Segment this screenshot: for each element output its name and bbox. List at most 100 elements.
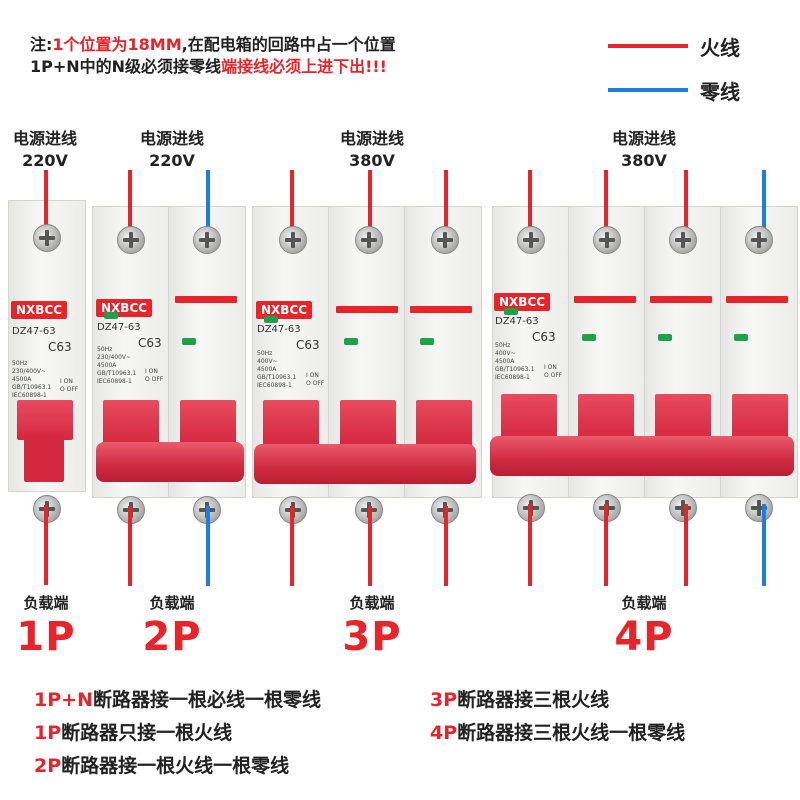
on-mark: I ON bbox=[60, 378, 73, 385]
spec-std1: GB/T10963.1 bbox=[495, 366, 535, 373]
spec-freq: 50Hz bbox=[97, 346, 113, 353]
indicator-led bbox=[504, 308, 518, 315]
terminal-screw-icon bbox=[745, 226, 773, 254]
description-text: 断路器接三根火线 bbox=[457, 689, 610, 711]
model-text: DZ47-63 bbox=[12, 326, 56, 337]
pole-tag bbox=[175, 296, 237, 303]
terminal-screw-icon bbox=[517, 226, 545, 254]
toggle-lever[interactable] bbox=[103, 400, 159, 446]
off-mark: O OFF bbox=[544, 372, 563, 379]
supply-label-4p: 电源进线 380V bbox=[604, 128, 684, 172]
spec-std2: IEC60898-1 bbox=[257, 382, 292, 389]
terminal-screw-icon bbox=[669, 226, 697, 254]
tie-bar[interactable] bbox=[96, 442, 244, 482]
neutral-wire-swatch bbox=[608, 88, 688, 92]
voltage-text: 220V bbox=[149, 151, 195, 170]
model-text: DZ47-63 bbox=[257, 324, 301, 335]
toggle-lever[interactable] bbox=[17, 400, 73, 440]
on-off-marks: I ON O OFF bbox=[60, 378, 78, 394]
note-line2-highlight: 端接线必须上进下出!!! bbox=[221, 57, 387, 76]
terminal-screw-icon bbox=[669, 494, 697, 522]
spec-voltage: 230/400V~ bbox=[97, 354, 132, 361]
spec-std2: IEC60898-1 bbox=[12, 392, 47, 399]
live-wire-out bbox=[528, 504, 532, 586]
toggle-lever[interactable] bbox=[501, 394, 557, 440]
toggle-lever[interactable] bbox=[655, 394, 711, 440]
indicator-led bbox=[104, 312, 118, 319]
description-text: 断路器接一根必线一根零线 bbox=[92, 689, 321, 711]
pole-tag bbox=[650, 296, 712, 303]
on-mark: I ON bbox=[145, 368, 158, 375]
description-lead: 2P bbox=[34, 755, 62, 777]
supply-text: 电源进线 bbox=[339, 129, 404, 148]
pole-tag bbox=[336, 306, 398, 313]
off-mark: O OFF bbox=[60, 386, 79, 393]
toggle-lever[interactable] bbox=[340, 400, 396, 446]
supply-label-2p: 电源进线 220V bbox=[132, 128, 212, 172]
toggle-lever[interactable] bbox=[732, 394, 788, 440]
live-wire-in bbox=[128, 170, 132, 230]
toggle-lever[interactable] bbox=[578, 394, 634, 440]
description-1p: 1P断路器只接一根火线 bbox=[34, 718, 232, 745]
voltage-text: 380V bbox=[349, 151, 395, 170]
live-wire-in bbox=[528, 170, 532, 230]
on-off-marks: I ON O OFF bbox=[145, 368, 163, 384]
indicator-led bbox=[734, 334, 748, 341]
pole-tag bbox=[410, 306, 472, 313]
neutral-wire-out bbox=[206, 506, 210, 586]
toggle-lever[interactable] bbox=[263, 400, 319, 446]
terminal-screw-icon bbox=[355, 226, 383, 254]
live-wire-out bbox=[684, 504, 688, 586]
description-2p: 2P断路器接一根火线一根零线 bbox=[34, 751, 289, 778]
spec-freq: 50Hz bbox=[257, 350, 273, 357]
note-highlight-1: 1个位置为18MM bbox=[52, 35, 182, 54]
spec-breaking: 4500A bbox=[97, 362, 117, 369]
live-wire-in bbox=[444, 170, 448, 230]
live-wire-in bbox=[684, 170, 688, 230]
description-lead: 1P bbox=[34, 722, 62, 744]
description-lead: 3P bbox=[430, 689, 458, 711]
on-off-marks: I ON O OFF bbox=[544, 364, 562, 380]
on-off-marks: I ON O OFF bbox=[306, 372, 324, 388]
toggle-lever[interactable] bbox=[416, 400, 472, 446]
spec-voltage: 400V~ bbox=[257, 358, 278, 365]
terminal-screw-icon bbox=[33, 224, 61, 252]
spec-block: 50Hz 230/400V~ 4500A GB/T10963.1 IEC6089… bbox=[12, 360, 51, 400]
brand-logo: NXBCC bbox=[256, 301, 313, 319]
description-3p: 3P断路器接三根火线 bbox=[430, 685, 609, 712]
terminal-screw-icon bbox=[117, 226, 145, 254]
brand-logo: NXBCC bbox=[494, 293, 551, 311]
load-label-4p: 负载端 bbox=[621, 594, 667, 612]
rating-text: C63 bbox=[48, 340, 72, 354]
note-line-2: 1P+N中的N级必须接零线端接线必须上进下出!!! bbox=[30, 56, 387, 78]
pole-label-4p: 4P bbox=[614, 614, 674, 660]
rating-text: C63 bbox=[296, 338, 320, 352]
note-line1-rest: ,在配电箱的回路中占一个位置 bbox=[181, 35, 396, 54]
terminal-screw-icon bbox=[431, 226, 459, 254]
toggle-lever[interactable] bbox=[180, 400, 236, 446]
supply-text: 电源进线 bbox=[611, 129, 676, 148]
spec-voltage: 400V~ bbox=[495, 350, 516, 357]
load-label-3p: 负载端 bbox=[349, 594, 395, 612]
toggle-handle[interactable] bbox=[24, 436, 64, 482]
neutral-wire-in bbox=[206, 170, 210, 230]
terminal-screw-icon bbox=[745, 494, 773, 522]
description-text: 断路器接一根火线一根零线 bbox=[61, 755, 290, 777]
spec-breaking: 4500A bbox=[257, 366, 277, 373]
tie-bar[interactable] bbox=[490, 436, 794, 476]
model-text: DZ47-63 bbox=[495, 316, 539, 327]
neutral-wire-label: 零线 bbox=[700, 80, 740, 104]
rating-text: C63 bbox=[532, 330, 556, 344]
indicator-led bbox=[420, 338, 434, 345]
off-mark: O OFF bbox=[145, 376, 164, 383]
supply-text: 电源进线 bbox=[12, 129, 77, 148]
voltage-text: 380V bbox=[621, 151, 667, 170]
live-wire-in bbox=[290, 170, 294, 230]
spec-block: 50Hz 400V~ 4500A GB/T10963.1 IEC60898-1 bbox=[495, 342, 534, 382]
terminal-screw-icon bbox=[279, 226, 307, 254]
indicator-led bbox=[182, 338, 196, 345]
brand-logo: NXBCC bbox=[11, 301, 68, 319]
description-4p: 4P断路器接三根火线一根零线 bbox=[430, 718, 685, 745]
note-prefix: 注: bbox=[30, 35, 53, 54]
tie-bar[interactable] bbox=[254, 444, 476, 484]
